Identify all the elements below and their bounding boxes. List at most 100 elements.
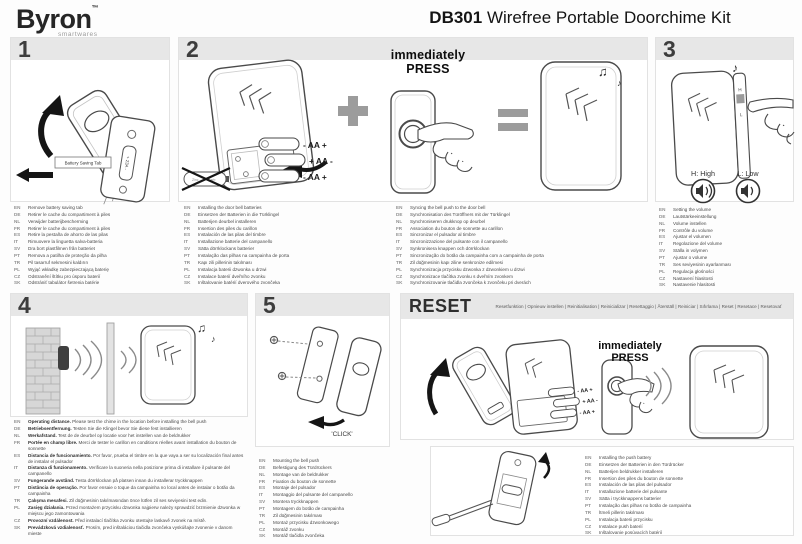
- carbon-label: Carb: [208, 178, 215, 182]
- doorchime-front: [689, 345, 769, 439]
- doorchime-back-view: - AA + + AA - - AA +: [505, 339, 598, 435]
- music-note-icon: ♫: [598, 64, 608, 79]
- svg-text:- AA +: - AA +: [579, 409, 595, 417]
- aa-batteries: - AA + + AA - - AA +: [258, 137, 333, 183]
- svg-text:- AA +: - AA +: [577, 387, 593, 395]
- byron-logo: Byron™: [16, 4, 99, 34]
- pressing-finger-icon: [747, 97, 795, 145]
- step3-header-band: 3: [656, 38, 793, 61]
- bell-push-back-view: + 23A -: [100, 115, 156, 203]
- high-volume-speaker-icon: H: High: [690, 169, 716, 204]
- attach-arrow-icon: [308, 416, 345, 429]
- equals-icon: [498, 109, 528, 131]
- reset-header-band: RESET Resetfunktion | Opnieuw instellen …: [401, 294, 793, 319]
- doorchime-front: [540, 61, 622, 191]
- doorchime-side-view: H L: [670, 70, 751, 186]
- reset-illustration: - AA + + AA - - AA +: [427, 339, 769, 439]
- byron-logo-subtext: smartwares: [58, 31, 98, 38]
- step3-illustration: H L ♪ H: High L: Low: [670, 61, 795, 204]
- radio-waves-icon: [74, 340, 103, 380]
- product-name: Wirefree Portable Doorchime Kit: [482, 8, 731, 27]
- bell-push-device: [452, 346, 516, 426]
- low-volume-speaker-icon: L: Low: [735, 169, 761, 204]
- reset-title: RESET: [409, 296, 472, 316]
- zinc-label: Zinc: [192, 178, 199, 182]
- step4-header-band: 4: [11, 294, 247, 317]
- doorchime-front: [140, 325, 196, 405]
- pull-left-arrow-icon: [16, 168, 53, 182]
- radio-waves-icon: [120, 346, 137, 374]
- middle-wall: [106, 322, 115, 415]
- reset-subtitle: Resetfunktion | Opnieuw instellen | Rein…: [495, 304, 782, 309]
- bell-push-front: [390, 90, 436, 194]
- music-note-icon: ♪: [732, 61, 738, 75]
- music-note-icon: ♪: [211, 334, 216, 344]
- step1-number: 1: [18, 36, 31, 62]
- plus-icon: [338, 96, 368, 126]
- battery-label-2: + AA -: [309, 156, 333, 166]
- model-number: DB301: [429, 8, 483, 27]
- battery-label-1: - AA +: [303, 140, 327, 150]
